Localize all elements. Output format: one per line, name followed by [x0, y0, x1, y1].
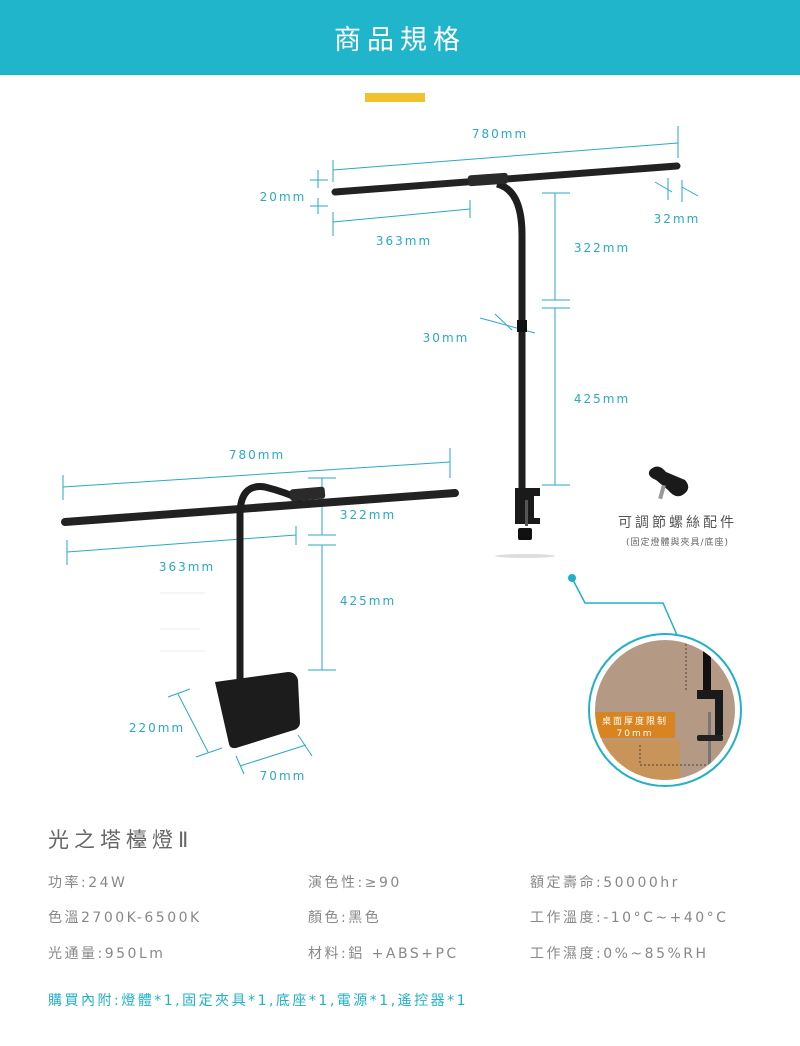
spec-color: 顏色:黑色	[308, 910, 382, 926]
dim-base-width: 70mm	[260, 769, 307, 783]
spec-cri: 演色性:≥90	[308, 875, 402, 891]
dim-desk-pole-height: 425mm	[340, 594, 396, 608]
dim-clamp-width: 780mm	[472, 127, 528, 141]
dim-clamp-bar-height: 20mm	[260, 190, 307, 204]
adjustment-knob-icon	[648, 466, 689, 500]
dimension-lines	[62, 126, 699, 775]
spec-power: 功率:24W	[48, 875, 128, 891]
accessory-title: 可調節螺絲配件	[618, 515, 737, 531]
spec-lifetime: 額定壽命:50000hr	[530, 875, 680, 891]
dim-pole-diameter: 30mm	[423, 331, 470, 345]
dim-clamp-bar-depth: 32mm	[654, 212, 701, 226]
dim-base-length: 220mm	[129, 721, 185, 735]
decor-lines	[160, 592, 205, 652]
accessory-subtitle: (固定燈體與夾具/底座)	[625, 538, 730, 548]
spec-color-temp: 色溫2700K-6500K	[48, 910, 202, 926]
table-thickness-value: 70mm	[617, 729, 654, 739]
spec-humidity: 工作濕度:0%~85%RH	[530, 946, 709, 962]
dim-clamp-half-width: 363mm	[376, 234, 432, 248]
clamp-lamp-illustration	[331, 162, 681, 558]
dim-desk-width: 780mm	[229, 448, 285, 462]
dimension-diagram: 桌面厚度限制 70mm 780mm 20mm 363mm 32mm 322mm …	[61, 126, 742, 787]
table-thickness-label: 桌面厚度限制	[602, 715, 668, 727]
clamp-detail-callout: 桌面厚度限制 70mm	[568, 574, 742, 787]
page-title: 商品規格	[334, 25, 466, 56]
product-name: 光之塔檯燈Ⅱ	[48, 828, 194, 852]
spec-luminous-flux: 光通量:950Lm	[48, 946, 166, 962]
dim-clamp-pole-height: 425mm	[574, 392, 630, 406]
spec-operating-temp: 工作溫度:-10°C~+40°C	[530, 910, 729, 926]
header-banner: 商品規格	[0, 0, 800, 75]
accent-bar	[365, 93, 425, 102]
spec-material: 材料:鋁 +ABS+PC	[308, 946, 459, 962]
desk-lamp-illustration	[61, 483, 459, 749]
dim-desk-half-width: 363mm	[159, 560, 215, 574]
included-items: 購買內附:燈體*1,固定夾具*1,底座*1,電源*1,遙控器*1	[48, 993, 469, 1009]
dim-desk-upper-arm: 322mm	[340, 508, 396, 522]
dim-clamp-upper-arm: 322mm	[574, 241, 630, 255]
